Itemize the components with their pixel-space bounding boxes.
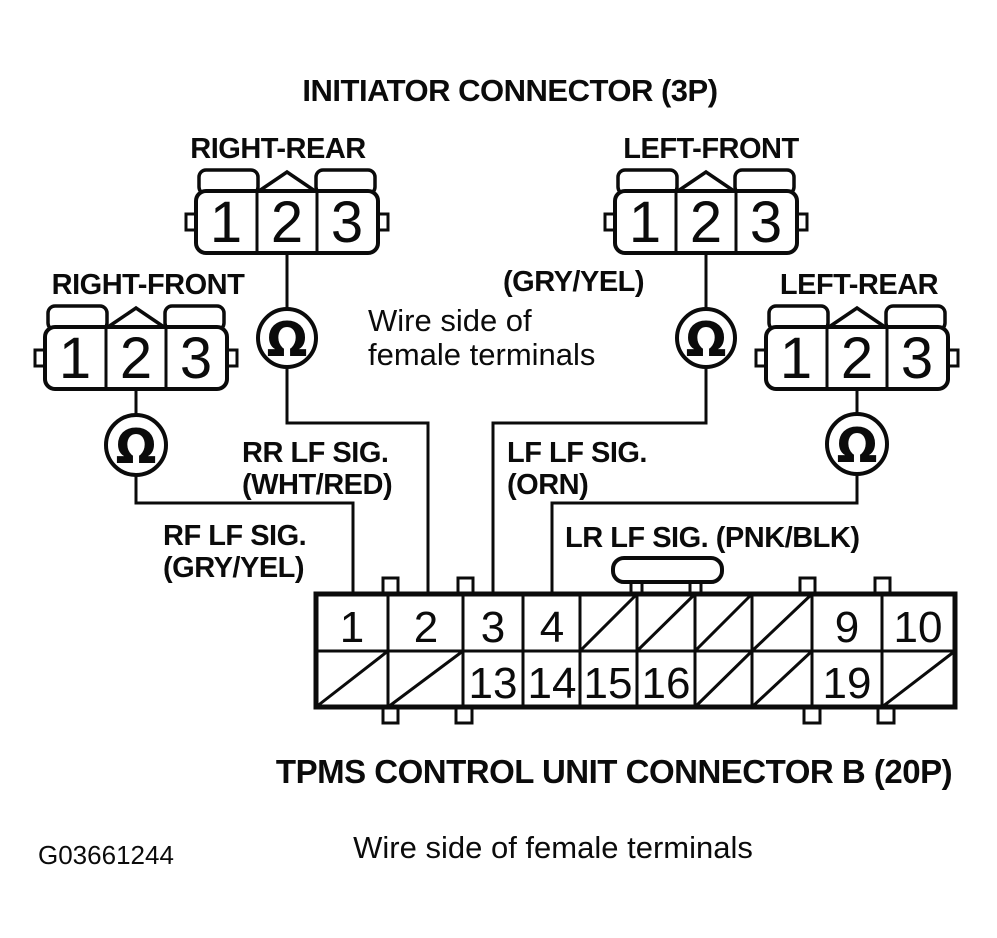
- unused-cavity-slash: [387, 649, 464, 709]
- initiator-connector-right-front: RIGHT-FRONT 1 2 3: [33, 269, 246, 391]
- pin-1-label: 1: [780, 326, 812, 391]
- omega-icon: Ω: [686, 312, 727, 368]
- wire-right-front: Ω: [104, 389, 355, 594]
- pin-10-label: 10: [894, 603, 943, 652]
- pin-2-label: 2: [271, 190, 303, 255]
- pin-3-label: 3: [331, 190, 363, 255]
- latch-bar: [611, 556, 724, 584]
- pin-16-label: 16: [642, 659, 691, 708]
- control-unit-wire-side-note: Wire side of female terminals: [353, 830, 753, 865]
- pin-9-label: 9: [835, 603, 859, 652]
- pin-1-label: 1: [59, 326, 91, 391]
- unused-cavity-slash: [881, 649, 956, 709]
- wire-segment: [134, 475, 355, 594]
- wire-segment: [285, 367, 430, 594]
- connector-keying-triangle: [672, 169, 740, 193]
- pin-3-label: 3: [901, 326, 933, 391]
- wire-segment: [550, 474, 859, 594]
- connector-keying-triangle: [253, 169, 321, 193]
- connector-label-left-front: LEFT-FRONT: [623, 133, 799, 165]
- pin-2-label: 2: [841, 326, 873, 391]
- unused-cavity-slash: [635, 592, 697, 653]
- wire-left-front: Ω: [491, 253, 737, 594]
- pin-1-label: 1: [340, 603, 364, 652]
- pin-19-label: 19: [823, 659, 872, 708]
- connector-label-right-rear: RIGHT-REAR: [190, 133, 366, 165]
- initiator-connector-right-rear: RIGHT-REAR 1 2 3: [184, 133, 390, 255]
- figure-number: G03661244: [38, 840, 174, 870]
- pin-2-label: 2: [690, 190, 722, 255]
- wire-side-note-line1: Wire side of: [368, 303, 532, 338]
- lf-signal-label-line1: LF LF SIG.: [507, 437, 647, 469]
- rf-signal-label-line1: RF LF SIG.: [163, 520, 306, 552]
- rr-signal-label-line2: (WHT/RED): [242, 469, 392, 501]
- unused-cavity-slash: [750, 649, 814, 709]
- wire-segment: [491, 367, 708, 594]
- unused-cavity-slash: [315, 649, 389, 709]
- connector-keying-triangle: [102, 305, 170, 329]
- pin-3-label: 3: [481, 603, 505, 652]
- omega-icon: Ω: [267, 312, 308, 368]
- initiator-connector-left-rear: LEFT-REAR 1 2 3: [754, 269, 960, 391]
- connector-keying-triangle: [823, 305, 891, 329]
- connector-label-left-rear: LEFT-REAR: [780, 269, 939, 301]
- omega-icon: Ω: [837, 418, 878, 474]
- pin-2-label: 2: [414, 603, 438, 652]
- wire-right-rear: Ω: [256, 253, 430, 594]
- omega-icon: Ω: [116, 419, 157, 475]
- unused-cavity-slash: [693, 592, 754, 653]
- pin-1-label: 1: [210, 190, 242, 255]
- rr-signal-label-line1: RR LF SIG.: [242, 437, 388, 469]
- tpms-control-unit-connector-b: 1 2 3 4 9 10 13 14 15 16 19 TPMS CONTROL…: [276, 556, 958, 865]
- lr-signal-label: LR LF SIG. (PNK/BLK): [565, 522, 859, 554]
- wire-side-note-line2: female terminals: [368, 337, 595, 372]
- pin-15-label: 15: [584, 659, 633, 708]
- pin-14-label: 14: [528, 659, 577, 708]
- pin-3-label: 3: [750, 190, 782, 255]
- pin-2-label: 2: [120, 326, 152, 391]
- pin-13-label: 13: [469, 659, 518, 708]
- wire-left-rear: Ω: [550, 389, 889, 594]
- pin-4-label: 4: [540, 603, 564, 652]
- lf-signal-label-line2: (ORN): [507, 469, 588, 501]
- connector-latch: [611, 556, 724, 596]
- control-unit-connector-title: TPMS CONTROL UNIT CONNECTOR B (20P): [276, 753, 952, 790]
- connector-label-right-front: RIGHT-FRONT: [52, 269, 245, 301]
- pin-3-label: 3: [180, 326, 212, 391]
- pin-1-label: 1: [629, 190, 661, 255]
- initiator-connector-left-front: LEFT-FRONT 1 2 3: [603, 133, 809, 255]
- unused-cavity-slash: [578, 592, 639, 653]
- left-front-wire-color-label: (GRY/YEL): [503, 266, 644, 298]
- rf-signal-label-line2: (GRY/YEL): [163, 552, 304, 584]
- diagram-title: INITIATOR CONNECTOR (3P): [302, 73, 717, 108]
- unused-cavity-slash: [693, 649, 754, 709]
- unused-cavity-slash: [750, 592, 814, 653]
